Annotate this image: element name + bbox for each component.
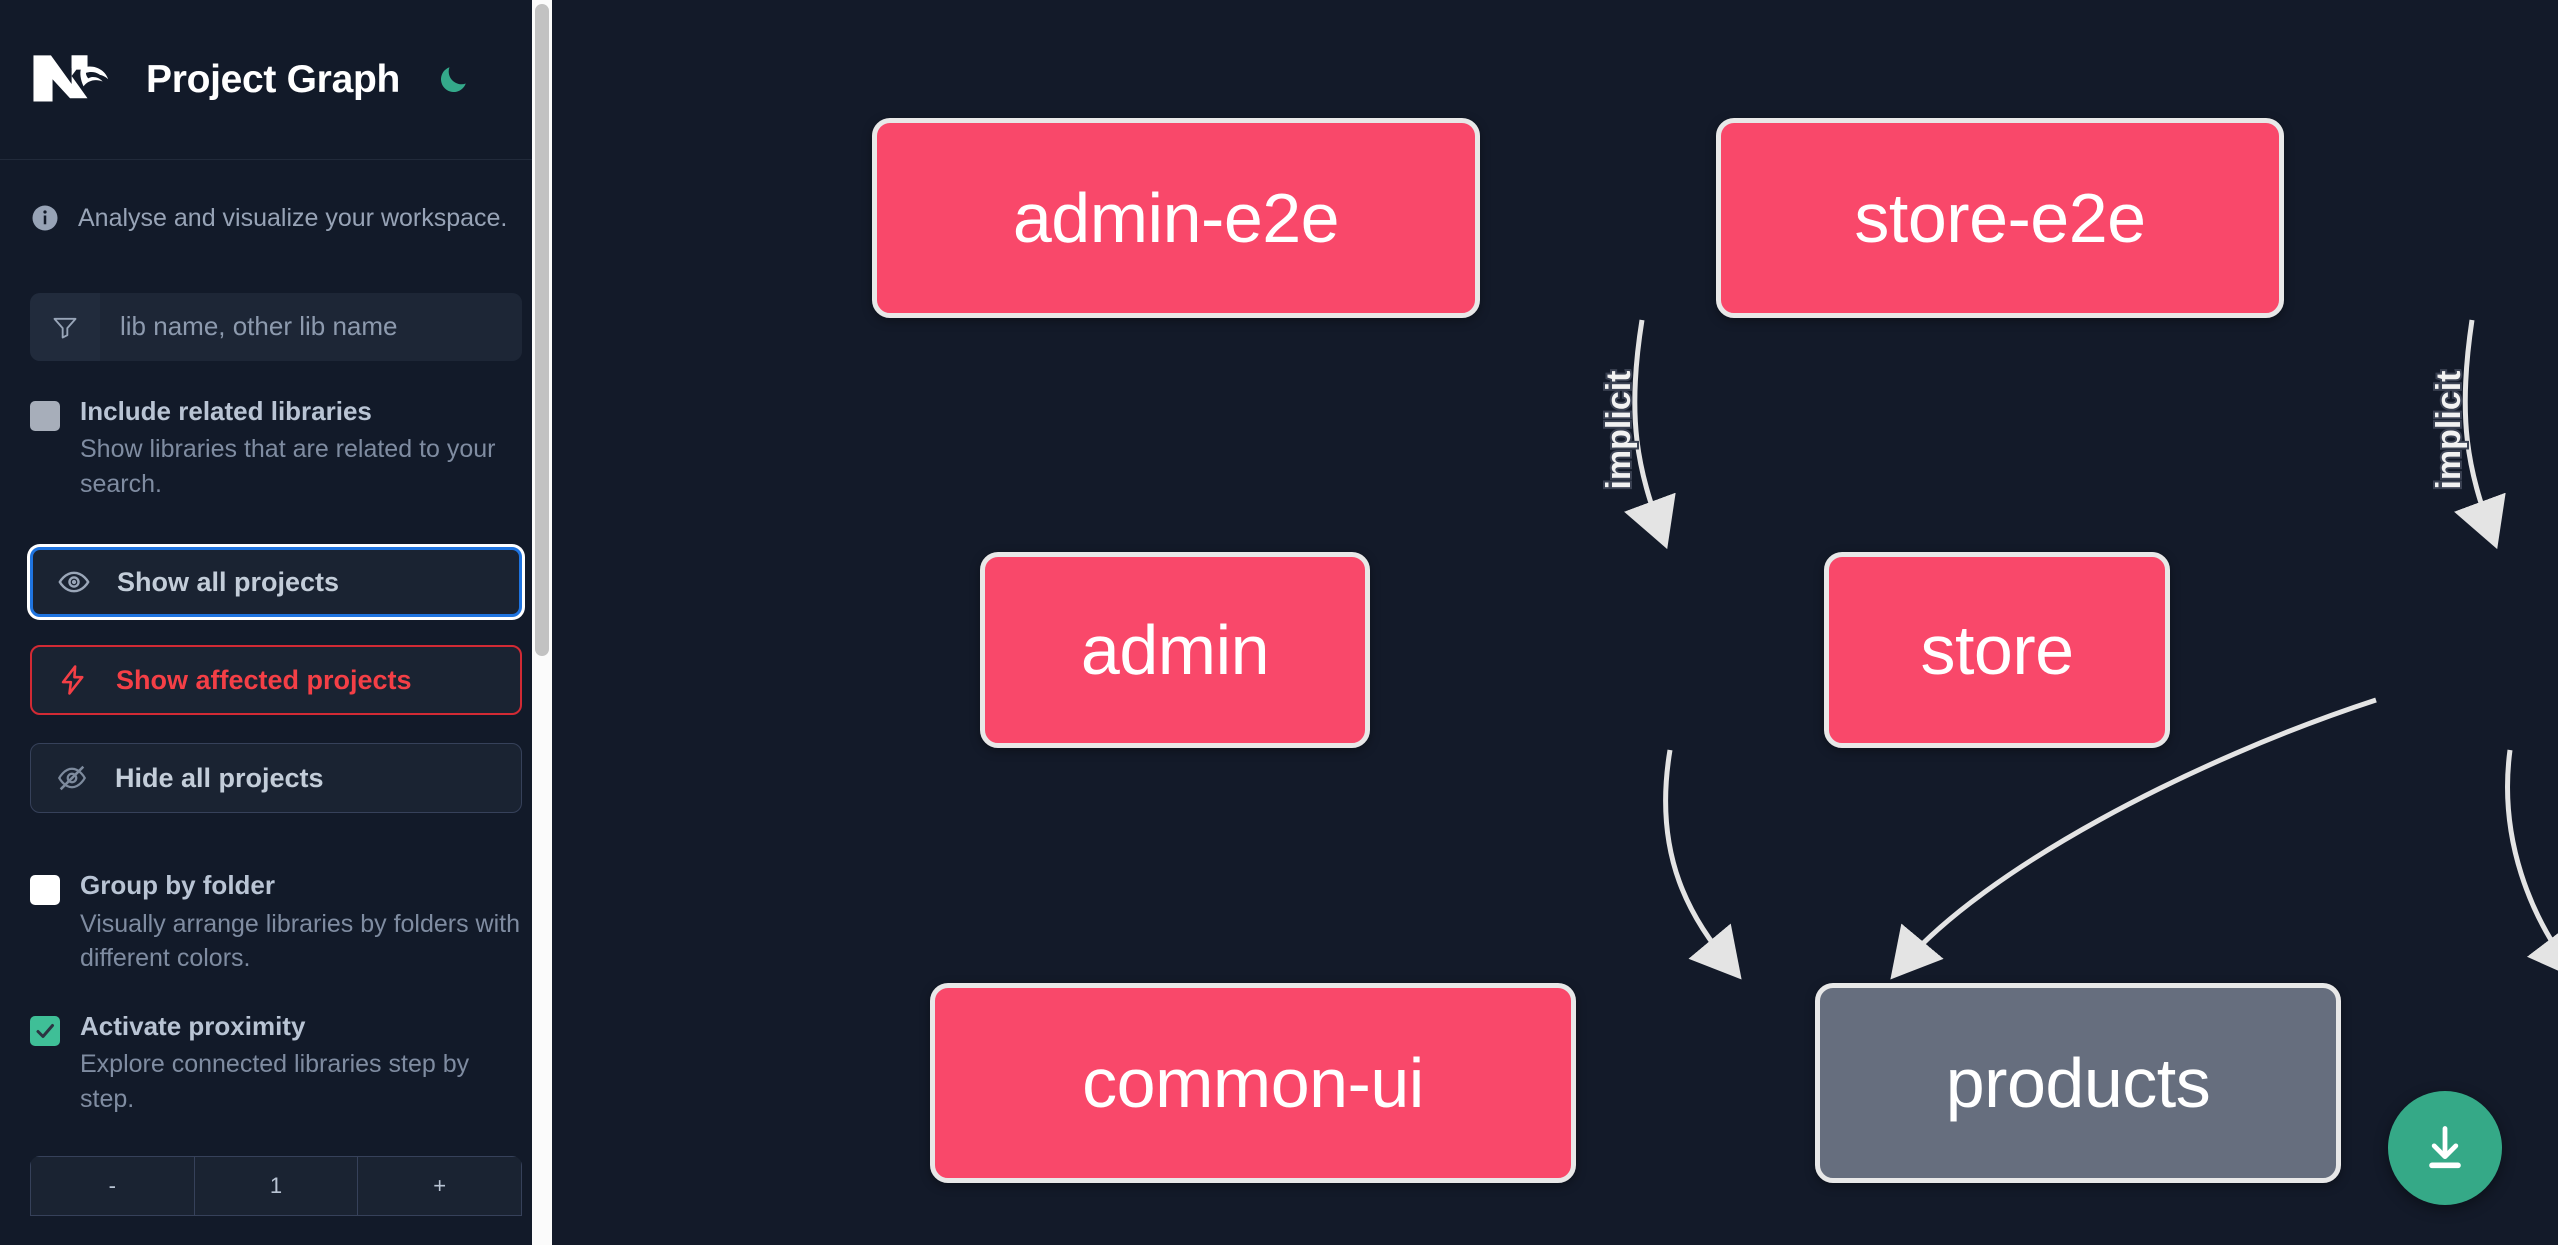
checkbox-description: Explore connected libraries step by step… — [80, 1050, 470, 1113]
checkbox-unchecked-icon[interactable] — [30, 400, 60, 431]
edge-admin-to-common-ui — [1663, 749, 1742, 980]
edge-store-to-common-ui — [1890, 697, 2377, 980]
show-all-projects-label: Show all projects — [117, 566, 340, 597]
edge-label-implicit: implicit — [1600, 370, 1638, 489]
edge-store-e2e-to-store — [2454, 319, 2506, 550]
graph-node-admin-e2e[interactable]: admin-e2e — [872, 118, 1480, 318]
graph-node-common-ui[interactable]: common-ui — [930, 983, 1576, 1183]
filter-box[interactable] — [30, 292, 522, 361]
graph-node-store[interactable]: store — [1824, 552, 2170, 748]
show-affected-projects-button[interactable]: Show affected projects — [30, 645, 522, 715]
download-graph-button[interactable] — [2388, 1091, 2502, 1205]
eye-icon — [57, 565, 91, 599]
graph-canvas[interactable]: implicit implicit admin-e2e store-e2e ad… — [552, 0, 2558, 1245]
checkbox-label: Activate proximity — [80, 1010, 306, 1041]
lightning-bolt-icon — [56, 663, 90, 697]
graph-node-label: store — [1920, 611, 2074, 689]
sidebar-scrollbar-thumb[interactable] — [535, 4, 549, 656]
hide-all-projects-button[interactable]: Hide all projects — [30, 743, 522, 813]
graph-node-label: admin — [1080, 611, 1270, 689]
app-title: Project Graph — [146, 57, 400, 101]
graph-node-admin[interactable]: admin — [980, 552, 1370, 748]
checkbox-description: Show libraries that are related to your … — [80, 435, 496, 498]
proximity-stepper[interactable]: - 1 + — [30, 1156, 522, 1216]
graph-node-label: common-ui — [1082, 1044, 1424, 1122]
show-all-projects-button[interactable]: Show all projects — [30, 547, 522, 617]
graph-node-products[interactable]: products — [1815, 983, 2341, 1183]
edge-label-implicit: implicit — [2430, 370, 2468, 489]
proximity-decrease-button[interactable]: - — [30, 1156, 194, 1216]
checkbox-checked-icon[interactable] — [30, 1015, 60, 1046]
info-circle-icon — [30, 203, 60, 233]
proximity-value: 1 — [193, 1156, 358, 1216]
checkbox-description: Visually arrange libraries by folders wi… — [80, 909, 521, 973]
sidebar-scrollbar[interactable] — [532, 0, 552, 1245]
sidebar: Project Graph Analyse and visualize your… — [0, 0, 552, 1245]
workspace-info: Analyse and visualize your workspace. — [30, 202, 522, 235]
edge-store-to-products — [2505, 749, 2558, 980]
graph-node-label: admin-e2e — [1012, 179, 1340, 257]
filter-funnel-icon — [30, 292, 100, 361]
proximity-increase-button[interactable]: + — [357, 1156, 522, 1216]
checkbox-unchecked-icon[interactable] — [30, 875, 60, 905]
spacer — [30, 813, 522, 835]
show-affected-projects-label: Show affected projects — [116, 664, 412, 695]
sidebar-body: Analyse and visualize your workspace. In… — [0, 202, 552, 1216]
graph-edges: implicit implicit — [1598, 319, 2558, 980]
edge-admin-e2e-to-admin — [1624, 319, 1676, 550]
graph-node-label: store-e2e — [1854, 179, 2146, 257]
moon-icon[interactable] — [430, 57, 476, 103]
checkbox-label: Group by folder — [80, 870, 275, 900]
sidebar-header: Project Graph — [0, 0, 552, 160]
search-input[interactable] — [100, 292, 522, 361]
eye-slash-icon — [55, 761, 89, 795]
checkbox-include-related-libraries[interactable]: Include related libraries Show libraries… — [30, 395, 522, 502]
graph-node-store-e2e[interactable]: store-e2e — [1716, 118, 2284, 318]
checkbox-activate-proximity[interactable]: Activate proximity Explore connected lib… — [30, 1010, 522, 1117]
download-icon — [2419, 1122, 2471, 1174]
workspace-info-text: Analyse and visualize your workspace. — [78, 204, 508, 232]
nx-logo — [30, 49, 118, 111]
hide-all-projects-label: Hide all projects — [115, 762, 324, 793]
checkbox-label: Include related libraries — [80, 395, 372, 426]
graph-node-label: products — [1945, 1044, 2211, 1122]
checkbox-group-by-folder[interactable]: Group by folder Visually arrange librari… — [30, 869, 522, 976]
